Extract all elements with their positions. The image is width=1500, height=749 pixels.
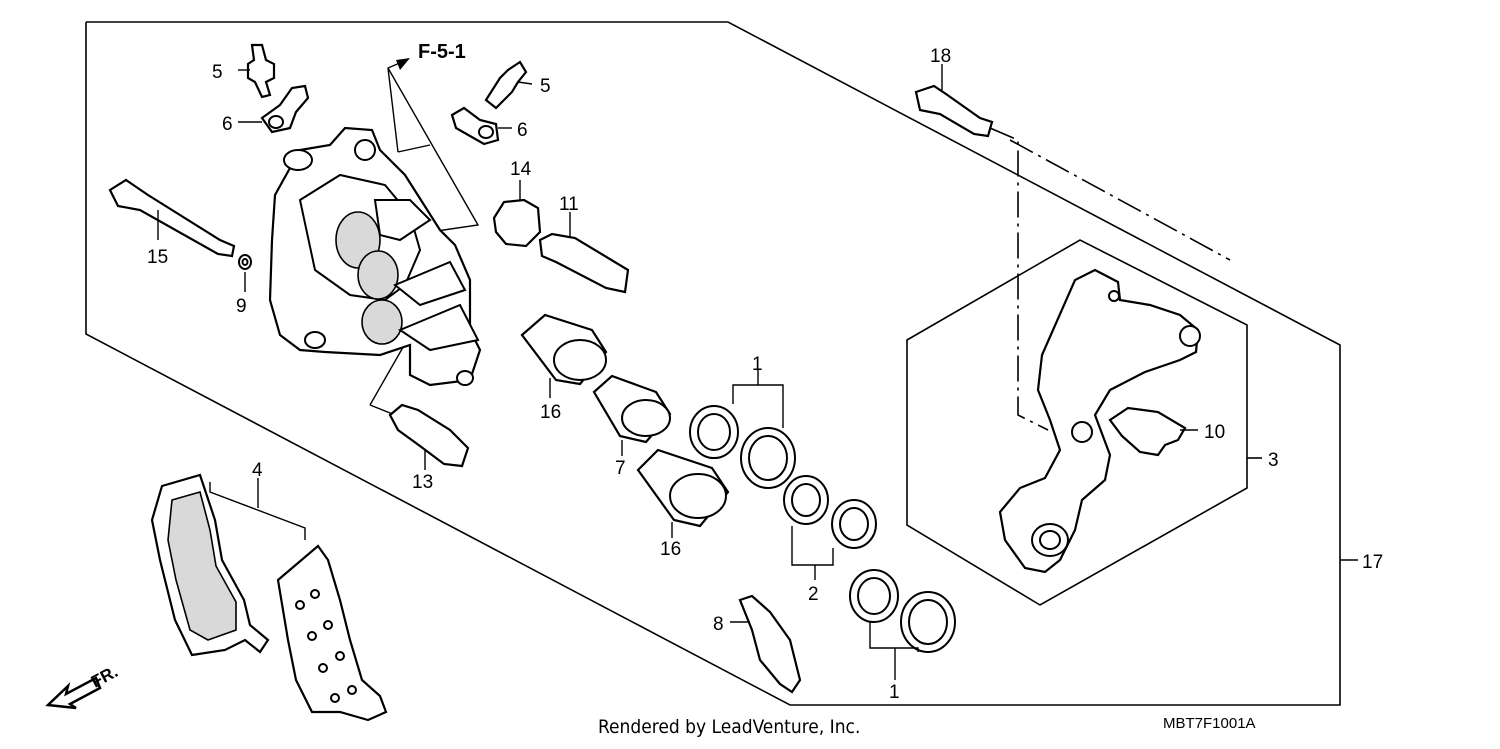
bleeder-cap-left	[238, 84, 310, 134]
callout-8: 8	[713, 614, 724, 635]
caliper-bracket-3	[998, 268, 1201, 574]
brake-pad-inner	[150, 473, 270, 657]
brake-pad-outer	[276, 544, 388, 722]
callout-4: 4	[252, 460, 263, 481]
assembly-frame	[85, 21, 1358, 706]
callout-9: 9	[236, 296, 247, 317]
callout-18: 18	[930, 46, 951, 67]
bleeder-screw-left	[238, 43, 276, 99]
seal-1-upper-b	[740, 427, 796, 489]
callout-11: 11	[559, 194, 579, 215]
callout-bracket-2	[791, 526, 834, 566]
pad-spring-8	[730, 594, 802, 694]
part-code: MBT7F1001A	[1163, 715, 1256, 732]
seal-1-lower-a	[849, 569, 899, 623]
callout-6-left: 6	[222, 114, 233, 135]
washer-9	[238, 254, 252, 292]
seal-2-a	[783, 475, 829, 525]
bracket-frame	[906, 239, 1262, 606]
boot-14	[492, 180, 542, 248]
callout-6-right: 6	[517, 120, 528, 141]
callout-13: 13	[412, 472, 433, 493]
callout-10: 10	[1204, 422, 1225, 443]
callout-15: 15	[147, 247, 168, 268]
callout-16-upper: 16	[540, 402, 561, 423]
seal-1-lower-b	[900, 591, 956, 653]
retainer-clip-10	[1108, 406, 1198, 457]
dashed-leaders	[989, 127, 1231, 431]
front-direction-arrow	[45, 676, 102, 710]
callout-bracket-4	[209, 482, 306, 540]
callout-labels: 5 5 6 6 14 11 15 9 1 16 7 13 16 2 4 8 1 …	[147, 46, 1383, 703]
seal-2-b	[831, 499, 877, 549]
callout-bracket-1-upper	[732, 384, 784, 428]
callout-16-lower: 16	[660, 539, 681, 560]
piston-16-upper	[520, 313, 608, 398]
seal-1-upper-a	[689, 405, 739, 459]
bleeder-cap-right	[450, 106, 512, 146]
caliper-pin-15	[108, 178, 236, 258]
callout-1-lower: 1	[889, 682, 900, 703]
callout-7: 7	[615, 458, 626, 479]
piston-7	[592, 374, 672, 456]
callout-3: 3	[1268, 450, 1279, 471]
reference-label: F-5-1	[418, 41, 466, 63]
bleeder-screw-right	[484, 60, 533, 110]
caliper-body	[268, 126, 482, 387]
slide-pin-13	[388, 403, 470, 470]
slide-pin-11	[538, 212, 630, 294]
bolt-18	[914, 64, 994, 138]
callout-1-upper: 1	[752, 354, 763, 375]
callout-14: 14	[510, 159, 532, 180]
credit-text: Rendered by LeadVenture, Inc.	[598, 716, 861, 738]
callout-5-right: 5	[540, 76, 551, 97]
piston-16-lower	[636, 448, 730, 538]
callout-bracket-1-lower	[869, 622, 919, 652]
callout-2: 2	[808, 584, 819, 605]
callout-5-left: 5	[212, 62, 223, 83]
callout-17: 17	[1362, 552, 1383, 573]
